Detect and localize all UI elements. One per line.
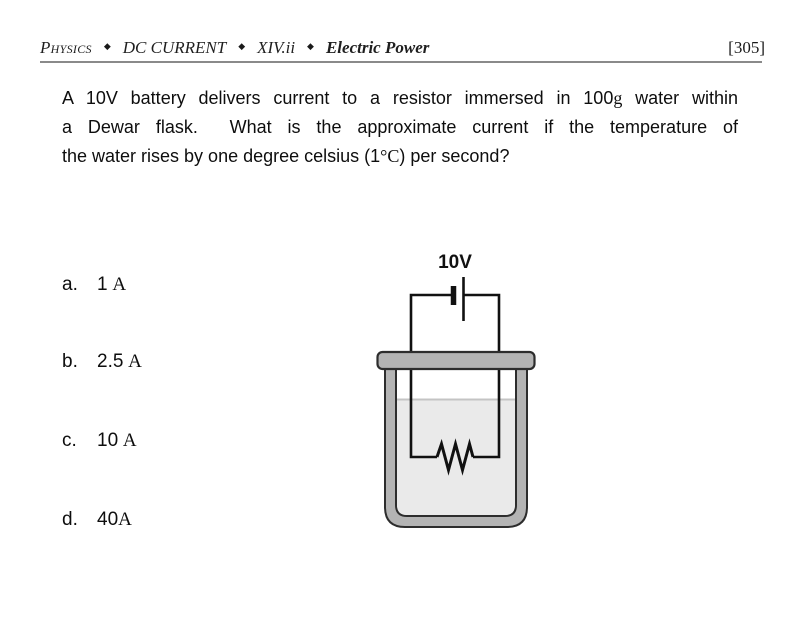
option-letter: d. xyxy=(62,509,78,530)
header-topic: DC CURRENT xyxy=(122,38,227,57)
header-section: XIV.ii xyxy=(257,38,296,57)
flask-lid xyxy=(376,350,536,371)
option-value: 2.5 xyxy=(97,351,124,372)
question-text: A 10V battery delivers current to a resi… xyxy=(62,84,738,171)
question-line-3-text-end: ) per second? xyxy=(399,146,510,166)
header-subject: Physics xyxy=(40,38,92,57)
ampere-unit: A xyxy=(118,509,132,530)
answer-option-c: c. 10 A xyxy=(62,429,137,453)
question-line-3: the water rises by one degree celsius (1… xyxy=(62,142,738,171)
page-header: Physics ◆ DC CURRENT ◆ XIV.ii ◆ Electric… xyxy=(40,38,765,58)
diamond-separator-icon: ◆ xyxy=(238,40,246,51)
option-value: 40 xyxy=(97,509,119,530)
resistor-zigzag xyxy=(435,438,475,476)
celsius-unit-text: °C xyxy=(380,146,400,166)
circuit-wire-right xyxy=(464,293,501,459)
circuit-dewar-flask-diagram: 10V xyxy=(376,252,536,528)
ampere-unit: A xyxy=(123,351,142,372)
circuit-wire-left xyxy=(409,293,452,459)
diamond-separator-icon: ◆ xyxy=(103,40,111,51)
question-line-1-text-end: water within xyxy=(622,88,738,108)
ampere-unit: A xyxy=(118,430,137,451)
water-fill xyxy=(397,399,515,515)
option-letter: b. xyxy=(62,351,78,372)
question-line-2: a Dewar flask. What is the approximate c… xyxy=(62,117,738,137)
option-letter: a. xyxy=(62,274,78,295)
question-line-3-text: the water rises by one degree celsius (1 xyxy=(62,146,381,166)
ampere-unit: A xyxy=(107,274,127,295)
gram-unit-text: g xyxy=(613,88,623,108)
option-value: 10 xyxy=(97,430,119,451)
option-letter: c. xyxy=(62,430,77,451)
header-subtopic: Electric Power xyxy=(325,38,430,57)
question-line-1: A 10V battery delivers current to a resi… xyxy=(62,84,738,113)
diamond-separator-icon: ◆ xyxy=(307,40,314,51)
flask-body xyxy=(384,367,528,528)
answer-option-b: b. 2.5 A xyxy=(62,350,142,374)
battery-voltage-label: 10V xyxy=(438,252,472,273)
option-value: 1 xyxy=(97,274,108,295)
answer-option-d: d. 40A xyxy=(62,508,132,532)
page-number: [305] xyxy=(728,38,765,57)
question-line-1-text: A 10V battery delivers current to a resi… xyxy=(62,88,614,108)
header-divider xyxy=(40,61,762,63)
answer-option-a: a. 1 A xyxy=(62,273,126,297)
